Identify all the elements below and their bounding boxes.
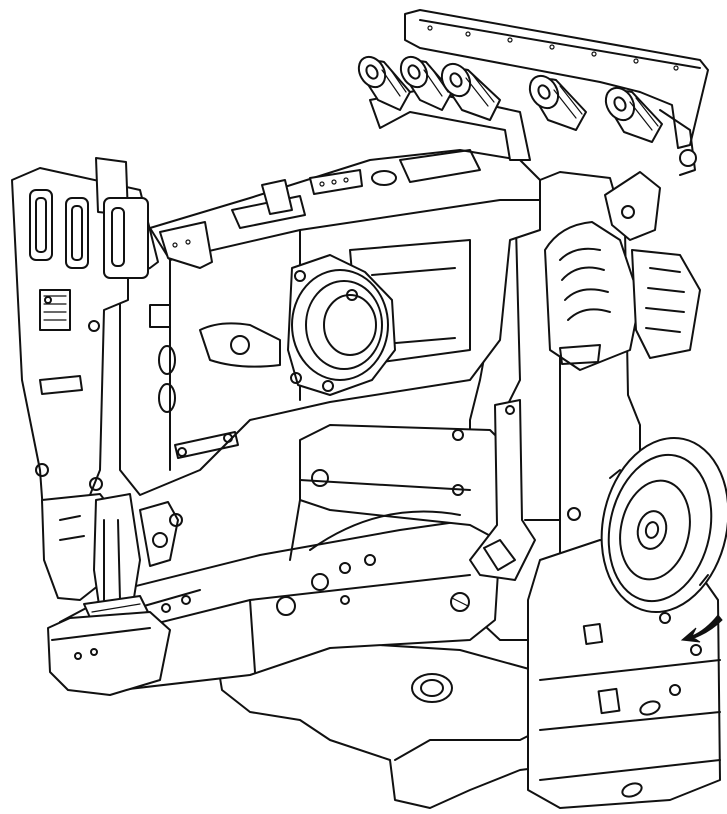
handwheel (600, 436, 727, 614)
tension-knob-1 (357, 55, 411, 111)
presser-foot-area (41, 493, 183, 623)
looper-bracket (469, 399, 536, 581)
tension-knob-3 (440, 62, 501, 121)
tension-knob-2 (399, 55, 453, 111)
base-bolt-hole (411, 673, 453, 703)
lower-frame (289, 424, 501, 561)
tension-knob-4 (528, 74, 587, 131)
oil-cap (371, 170, 397, 186)
tension-knob-5 (604, 86, 663, 143)
bed-tip (47, 611, 171, 696)
looper-tension-assembly (544, 171, 701, 371)
needle-head (11, 157, 159, 526)
thread-guides (159, 169, 363, 269)
front-bearing-cover (287, 254, 396, 396)
rotation-arrow-icon (680, 614, 723, 643)
